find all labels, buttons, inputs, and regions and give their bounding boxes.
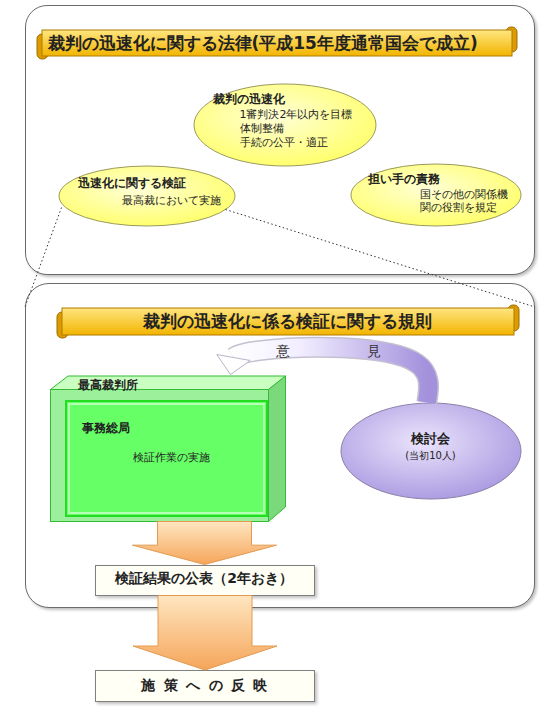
node-heading: 裁判の迅速化に係る検証に関する規則 [60,311,516,331]
ellipse-shape [59,166,235,226]
node-heading: 検討会 [340,431,522,447]
secretariat-box: 事務総局検証作業の実施 [65,400,268,517]
flow-arrow [133,522,277,565]
node-text: 体制整備 [240,122,375,135]
box-glow [69,404,264,513]
supreme-court-box: 最高裁判所事務総局検証作業の実施 [50,375,286,522]
box-face [66,401,267,516]
duty-ellipse: 担い手の責務国その他の関係機関の役割を規定 [350,163,522,227]
review-panel-ellipse: 検討会 (当初10人) [340,402,522,500]
box-front [50,389,268,521]
node-heading: 裁判の迅速化 [213,92,363,106]
policy-box: 施策への反映 [95,670,315,702]
node-text: 最高裁において実施 [122,194,232,207]
block-arrow [133,522,277,565]
rules-panel: 裁判の迅速化に係る検証に関する規則最高裁判所事務総局検証作業の実施 検討会 (当初1… [25,283,535,608]
node-text: 検証作業の実施 [133,451,258,464]
node-text: 手続の公平・適正 [240,136,375,149]
node-heading: 施策への反映 [95,677,315,694]
node-heading: 事務総局 [82,421,192,435]
node-heading: 最高裁判所 [78,378,198,392]
block-arrow [133,596,277,671]
zoom-leader [25,208,535,308]
goal-ellipse: 裁判の迅速化 1審判決2年以内を目標体制整備手続の公平・適正 [193,83,377,167]
node-text: 1審判決2年以内を目標 [240,108,375,121]
node-text: (当初10人) [340,450,522,462]
verification-ellipse: 迅速化に関する検証最高裁において実施 [58,165,236,227]
edge-label: 意見 [199,343,458,361]
dotted-leader [226,210,536,308]
law-panel: 裁判の迅速化に関する法律(平成15年度通常国会で成立) 裁判の迅速化 1審判決2年以… [25,5,535,275]
node-heading: 検証結果の公表（2年おき） [94,570,314,587]
node-heading: 担い手の責務 [368,172,508,186]
flow-arrow [133,596,277,671]
node-text: 国その他の関係機関の役割を規定 [420,188,510,214]
node-heading: 迅速化に関する検証 [78,176,233,190]
box-side [268,376,285,522]
dotted-leader [25,208,62,308]
ellipse-shape [351,164,521,226]
ellipse-shape [194,84,376,166]
ellipse-shape [341,403,521,499]
publication-box: 検証結果の公表（2年おき） [95,565,315,596]
node-heading: 裁判の迅速化に関する法律(平成15年度通常国会で成立) [48,33,514,53]
arrow-head [217,355,250,375]
